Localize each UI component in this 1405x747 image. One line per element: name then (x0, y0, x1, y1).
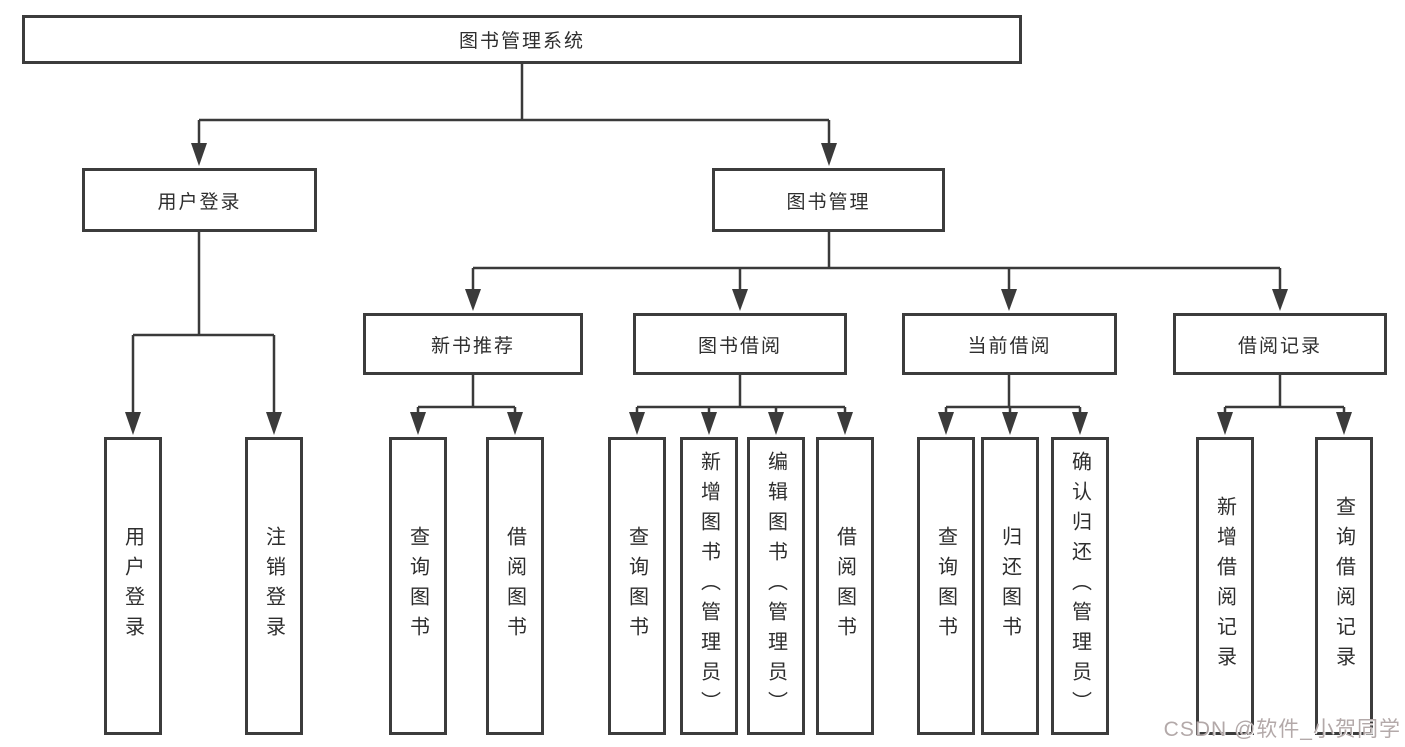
arrow-down-icon (191, 143, 207, 166)
arrow-down-icon (837, 412, 853, 435)
leaf-borrow-book: 借阅图书 (486, 437, 544, 735)
leaf-logout: 注销登录 (245, 437, 303, 735)
node-label: 用户登录 (157, 191, 242, 213)
node-label: 新书推荐 (430, 335, 515, 357)
node-label: 查询图书 (406, 526, 429, 646)
connector-user-login-children (125, 232, 282, 435)
arrow-down-icon (701, 412, 717, 435)
node-label: 确认归还（管理员） (1068, 451, 1091, 721)
leaf-user-login: 用户登录 (104, 437, 162, 735)
arrow-down-icon (410, 412, 426, 435)
node-label: 图书借阅 (697, 335, 782, 357)
node-new-book-recommend: 新书推荐 (363, 313, 583, 375)
arrow-down-icon (938, 412, 954, 435)
node-book-borrow: 图书借阅 (633, 313, 847, 375)
node-book-management-system: 图书管理系统 (22, 15, 1022, 64)
leaf-borrow-book: 借阅图书 (816, 437, 874, 735)
arrow-down-icon (465, 289, 481, 311)
node-user-login: 用户登录 (82, 168, 317, 232)
node-label: 查询借阅记录 (1332, 496, 1355, 676)
leaf-query-book: 查询图书 (389, 437, 447, 735)
node-label: 当前借阅 (967, 335, 1052, 357)
node-label: 借阅记录 (1237, 335, 1322, 357)
node-label: 用户登录 (121, 526, 144, 646)
arrow-down-icon (1272, 289, 1288, 311)
node-label: 图书管理系统 (458, 31, 585, 52)
arrow-down-icon (1217, 412, 1233, 435)
connector-book-borrow-children (629, 375, 853, 435)
arrow-down-icon (821, 143, 837, 166)
node-borrow-records: 借阅记录 (1173, 313, 1387, 375)
node-label: 借阅图书 (503, 526, 526, 646)
arrow-down-icon (1001, 289, 1017, 311)
arrow-down-icon (266, 412, 282, 435)
leaf-edit-book-admin: 编辑图书（管理员） (747, 437, 805, 735)
node-label: 编辑图书（管理员） (764, 451, 787, 721)
leaf-add-borrow-record: 新增借阅记录 (1196, 437, 1254, 735)
node-label: 查询图书 (934, 526, 957, 646)
arrow-down-icon (125, 412, 141, 435)
connector-root-to-level2 (191, 64, 837, 166)
node-label: 归还图书 (998, 526, 1021, 646)
leaf-query-book: 查询图书 (608, 437, 666, 735)
leaf-query-book: 查询图书 (917, 437, 975, 735)
leaf-confirm-return-admin: 确认归还（管理员） (1051, 437, 1109, 735)
node-label: 新增借阅记录 (1213, 496, 1236, 676)
arrow-down-icon (768, 412, 784, 435)
leaf-add-book-admin: 新增图书（管理员） (680, 437, 738, 735)
node-current-borrow: 当前借阅 (902, 313, 1117, 375)
node-label: 新增图书（管理员） (697, 451, 720, 721)
arrow-down-icon (1002, 412, 1018, 435)
csdn-watermark: CSDN @软件_小贺同学 (1163, 718, 1401, 741)
leaf-return-book: 归还图书 (981, 437, 1039, 735)
leaf-query-borrow-record: 查询借阅记录 (1315, 437, 1373, 735)
arrow-down-icon (1072, 412, 1088, 435)
arrow-down-icon (629, 412, 645, 435)
connector-borrow-records-children (1217, 375, 1352, 435)
connector-book-management-children (465, 232, 1288, 311)
node-label: 查询图书 (625, 526, 648, 646)
arrow-down-icon (507, 412, 523, 435)
node-book-management: 图书管理 (712, 168, 945, 232)
connector-current-borrow-children (938, 375, 1088, 435)
arrow-down-icon (1336, 412, 1352, 435)
arrow-down-icon (732, 289, 748, 311)
node-label: 注销登录 (262, 526, 285, 646)
node-label: 借阅图书 (833, 526, 856, 646)
connector-new-book-children (410, 375, 523, 435)
node-label: 图书管理 (786, 191, 871, 213)
